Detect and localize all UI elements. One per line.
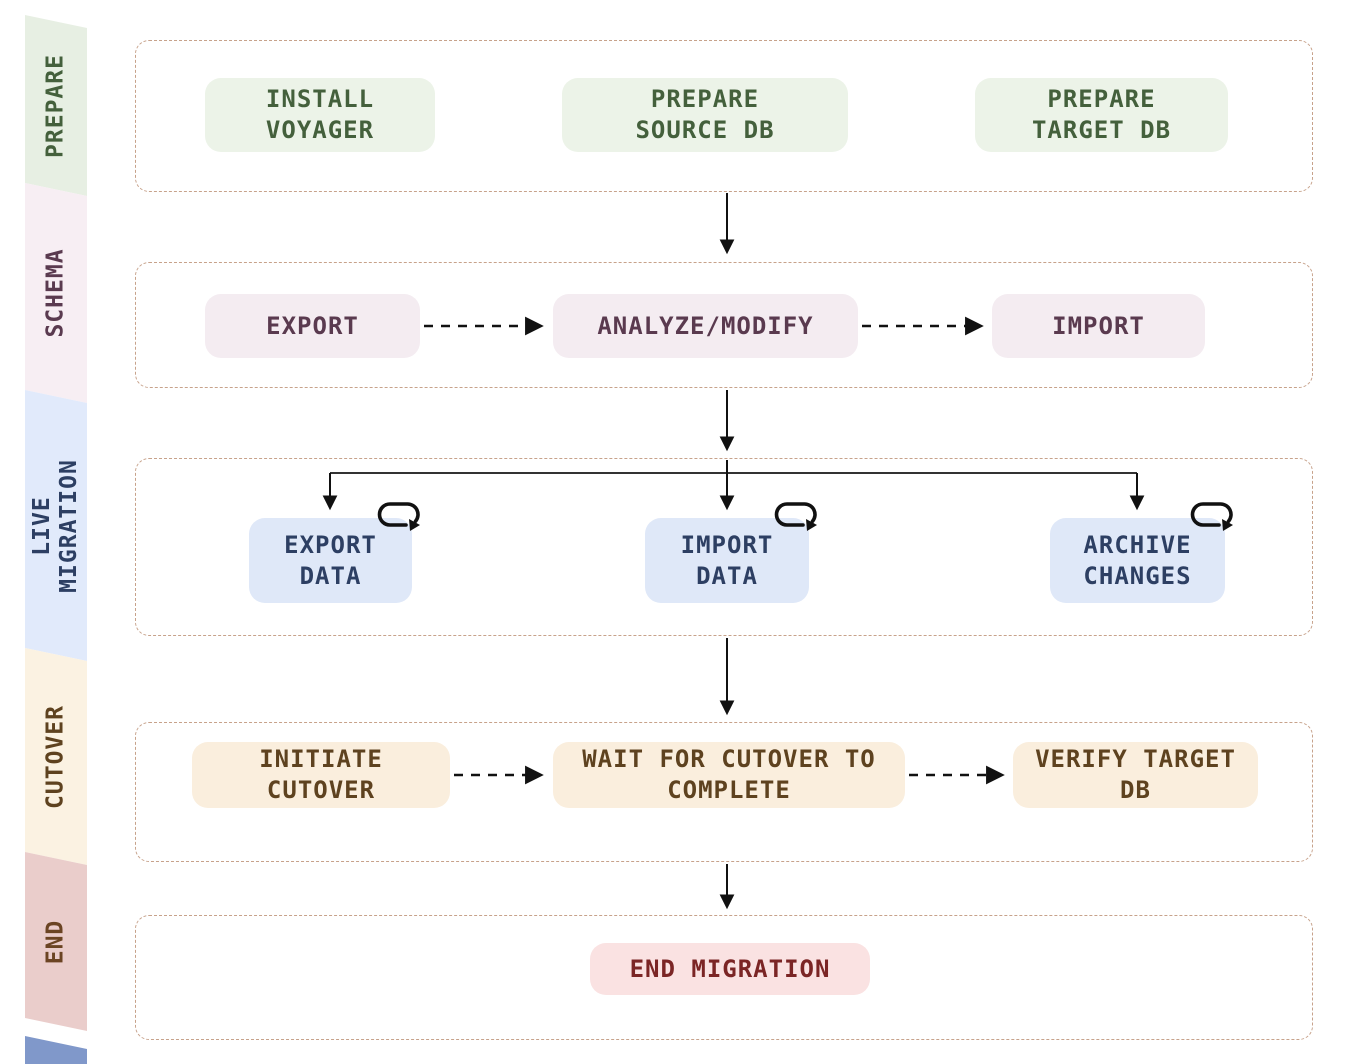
node-analyze-modify: ANALYZE/MODIFY [553, 294, 858, 358]
self-loop-icon [376, 500, 422, 532]
node-initiate-cutover: INITIATE CUTOVER [192, 742, 450, 808]
node-import: IMPORT [992, 294, 1205, 358]
node-install-voyager: INSTALL VOYAGER [205, 78, 435, 152]
node-verify-target-db: VERIFY TARGET DB [1013, 742, 1258, 808]
node-import-data: IMPORT DATA [645, 518, 809, 603]
ribbon-segment-live-migration: LIVE MIGRATION [25, 390, 87, 661]
ribbon-label-cutover: CUTOVER [42, 704, 69, 809]
self-loop-icon [1189, 500, 1235, 532]
ribbon-label-live-migration: LIVE MIGRATION [29, 458, 82, 593]
ribbon-label-prepare: PREPARE [42, 53, 69, 158]
node-wait-for-cutover: WAIT FOR CUTOVER TO COMPLETE [553, 742, 905, 808]
node-end-migration: END MIGRATION [590, 943, 870, 995]
ribbon-label-schema: SCHEMA [42, 248, 69, 338]
ribbon-segment-end: END [25, 852, 87, 1031]
ribbon-segment-schema: SCHEMA [25, 183, 87, 403]
ribbon-segment-next-sliver [25, 1036, 87, 1064]
node-prepare-target-db: PREPARE TARGET DB [975, 78, 1228, 152]
ribbon-label-end: END [42, 919, 69, 964]
ribbon-segment-cutover: CUTOVER [25, 648, 87, 865]
node-export: EXPORT [205, 294, 420, 358]
ribbon-segment-prepare: PREPARE [25, 15, 87, 196]
node-archive-changes: ARCHIVE CHANGES [1050, 518, 1225, 603]
node-prepare-source-db: PREPARE SOURCE DB [562, 78, 848, 152]
self-loop-icon [773, 500, 819, 532]
node-export-data: EXPORT DATA [249, 518, 412, 603]
